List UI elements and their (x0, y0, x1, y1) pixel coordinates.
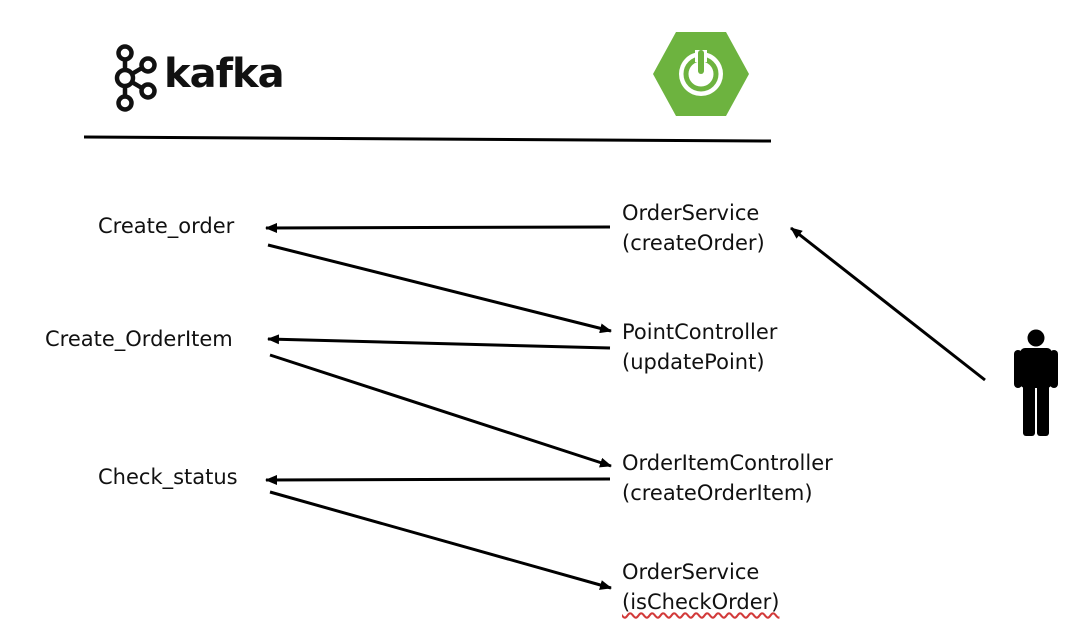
service-name: OrderService (622, 201, 760, 225)
service-method: (isCheckOrder) (622, 590, 780, 614)
service-orderitemcontroller: OrderItemController (createOrderItem) (622, 448, 833, 508)
arrow-orderitemcontroller-to-check-status (265, 474, 611, 485)
service-name: PointController (622, 320, 778, 344)
arrow-orderservice-to-create-order (265, 222, 611, 233)
spring-logo (652, 30, 750, 118)
arrow-pointcontroller-to-create-orderitem (267, 334, 611, 350)
service-pointcontroller: PointController (updatePoint) (622, 317, 777, 377)
spring-power-icon (653, 32, 749, 116)
kafka-logo-text: kafka (164, 51, 285, 97)
service-orderservice-check: OrderService (isCheckOrder) (622, 557, 779, 617)
service-method: (updatePoint) (622, 350, 765, 374)
kafka-logo-icon (114, 44, 157, 112)
service-name: OrderItemController (622, 451, 833, 475)
arrow-create-orderitem-to-orderitemcontroller (269, 353, 612, 468)
arrow-user-to-orderservice (790, 226, 986, 382)
arrow-check-status-to-orderservice (269, 490, 612, 590)
user-figure-icon (1014, 329, 1058, 436)
topic-create-orderitem: Create_OrderItem (45, 327, 233, 351)
service-name: OrderService (622, 560, 760, 584)
kafka-logo: kafka (112, 44, 285, 114)
topic-create-order: Create_order (98, 214, 235, 238)
service-orderservice-create: OrderService (createOrder) (622, 198, 765, 258)
topic-check-status: Check_status (98, 465, 238, 489)
service-method: (createOrderItem) (622, 481, 813, 505)
arrow-create-order-to-pointcontroller (267, 243, 612, 334)
header-divider (83, 135, 772, 143)
service-method: (createOrder) (622, 231, 765, 255)
